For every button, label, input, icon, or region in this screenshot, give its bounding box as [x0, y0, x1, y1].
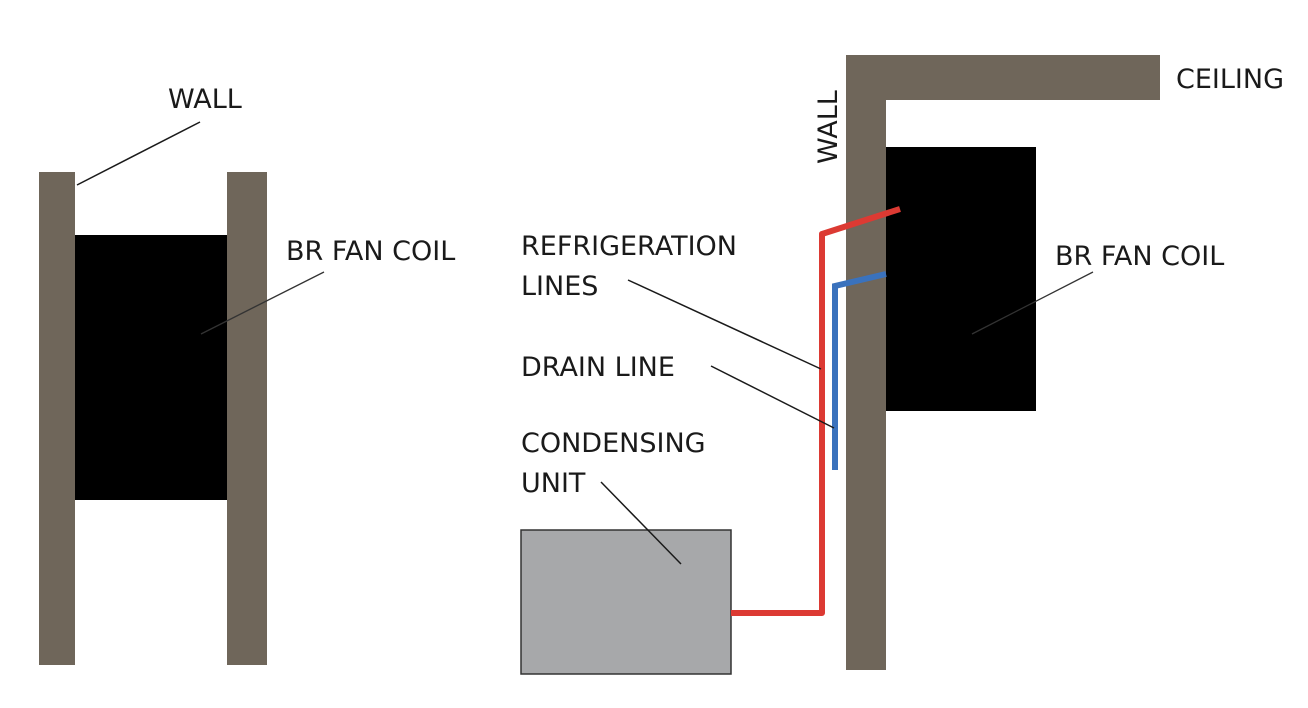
refrigeration-label-line2: LINES [521, 271, 598, 302]
left-view: WALL BR FAN COIL [39, 84, 455, 665]
drain-leader [710, 365, 835, 429]
left-wall-a [39, 172, 75, 665]
ceiling [846, 55, 1160, 100]
condensing-unit [520, 529, 732, 675]
condensing-label-line1: CONDENSING [521, 428, 706, 459]
left-wall-leader [76, 121, 201, 186]
drain-line [832, 271, 887, 470]
drain-label: DRAIN LINE [521, 352, 675, 383]
left-fan-coil-label: BR FAN COIL [286, 236, 455, 267]
refrigeration-label-line1: REFRIGERATION [521, 231, 737, 262]
right-fan-coil [886, 147, 1036, 411]
refrigeration-line [731, 206, 901, 616]
left-wall-b [227, 172, 267, 665]
right-wall-label: WALL [813, 90, 844, 164]
right-fan-coil-label: BR FAN COIL [1055, 241, 1224, 272]
condensing-label-line2: UNIT [521, 468, 586, 499]
left-fan-coil [75, 235, 227, 500]
condensing-leader [600, 481, 682, 565]
right-wall [846, 55, 886, 670]
left-fan-coil-leader [200, 271, 325, 335]
refrigeration-leader [627, 279, 822, 370]
right-view: WALL CEILING BR FAN COIL REFRIGERATION L… [520, 55, 1284, 675]
right-fan-coil-leader [971, 271, 1094, 335]
ceiling-label: CEILING [1176, 64, 1284, 95]
left-wall-label: WALL [168, 84, 242, 115]
